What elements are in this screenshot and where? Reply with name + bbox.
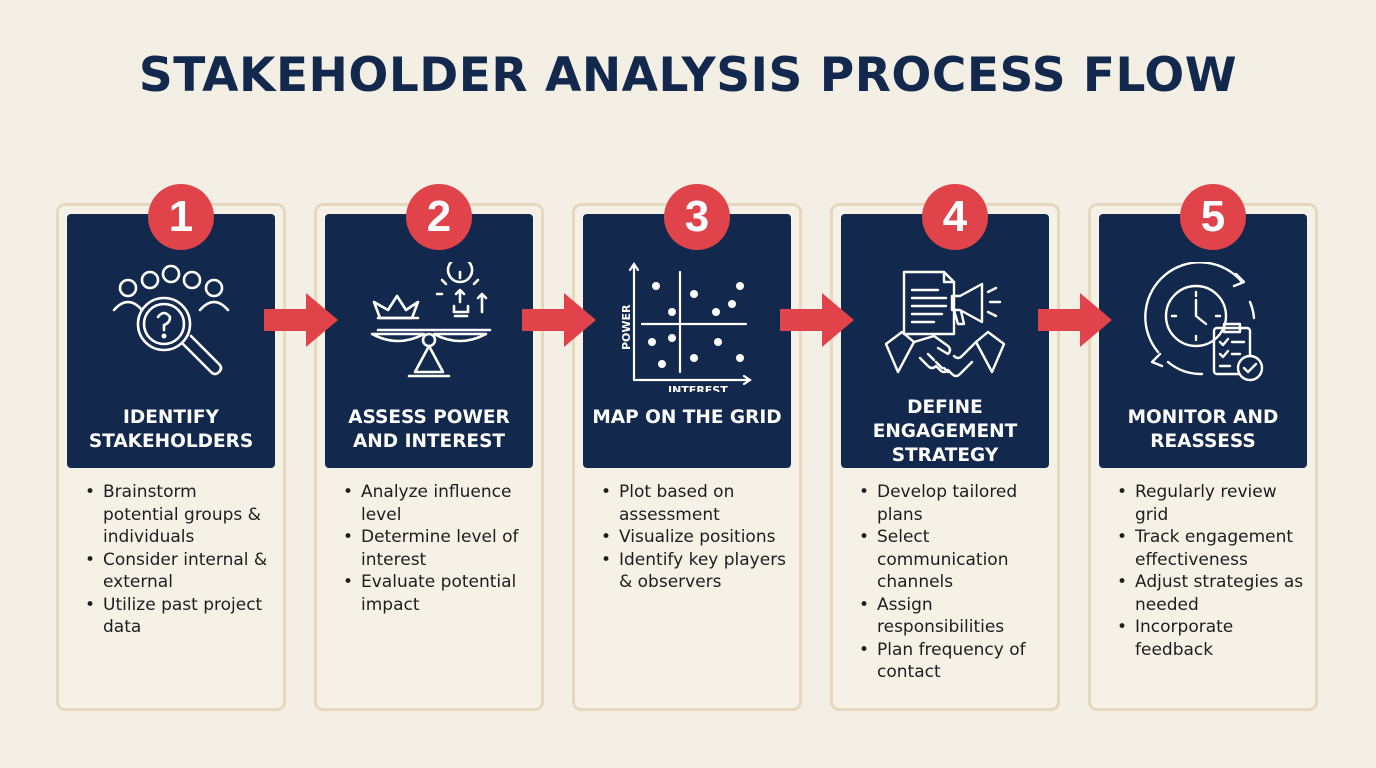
step-card-3: 3 POWER INTEREST MAP ON THE GRID <box>572 184 802 711</box>
list-item: Analyze influence level <box>337 481 535 526</box>
arrow-right-icon <box>262 290 340 350</box>
list-item: Regularly review grid <box>1111 481 1309 526</box>
list-item: Evaluate potential impact <box>337 571 535 616</box>
list-item: Develop tailored plans <box>853 481 1051 526</box>
list-item: Select communication channels <box>853 526 1051 594</box>
people-magnifier-question-icon <box>106 262 236 392</box>
step-panel: 1 IDENTIFY STAKEHOLDERS <box>67 184 275 468</box>
step-card-4: 4 DEFINE ENGAGEMENT STRATEGY Develop tai… <box>830 184 1060 711</box>
list-item: Incorporate feedback <box>1111 616 1309 661</box>
step-title: MAP ON THE GRID <box>592 407 782 428</box>
step-bullet-list: Develop tailored plans Select communicat… <box>853 481 1051 684</box>
grid-x-label: INTEREST <box>668 384 728 392</box>
list-item: Consider internal & external <box>79 549 277 594</box>
step-bullet-list: Plot based on assessment Visualize posit… <box>595 481 793 594</box>
grid-y-label: POWER <box>622 304 633 350</box>
step-panel: 3 POWER INTEREST MAP ON THE GRID <box>583 184 791 468</box>
step-title: ASSESS POWER AND INTEREST <box>348 407 510 452</box>
document-megaphone-handshake-icon <box>880 262 1010 392</box>
step-number-badge: 1 <box>148 184 214 250</box>
step-panel: 4 DEFINE ENGAGEMENT STRATEGY <box>841 184 1049 468</box>
clock-cycle-checklist-icon <box>1138 262 1268 392</box>
arrow-right-icon <box>520 290 598 350</box>
step-number-badge: 5 <box>1180 184 1246 250</box>
scale-crown-lightbulb-icon <box>364 262 494 392</box>
arrow-right-icon <box>778 290 856 350</box>
step-number-badge: 2 <box>406 184 472 250</box>
step-card-2: 2 ASSESS POWER AND INTEREST Analyze infl… <box>314 184 544 711</box>
list-item: Plan frequency of contact <box>853 639 1051 684</box>
step-number-badge: 3 <box>664 184 730 250</box>
list-item: Adjust strategies as needed <box>1111 571 1309 616</box>
step-bullet-list: Regularly review grid Track engagement e… <box>1111 481 1309 661</box>
list-item: Assign responsibilities <box>853 594 1051 639</box>
step-bullet-list: Brainstorm potential groups & individual… <box>79 481 277 639</box>
step-title: IDENTIFY STAKEHOLDERS <box>88 407 254 452</box>
step-bullet-list: Analyze influence level Determine level … <box>337 481 535 616</box>
list-item: Identify key players & observers <box>595 549 793 594</box>
step-card-1: 1 IDENTIFY STAKEHOLDERS Brainstorm poten… <box>56 184 286 711</box>
step-panel: 2 ASSESS POWER AND INTEREST <box>325 184 533 468</box>
list-item: Brainstorm potential groups & individual… <box>79 481 277 549</box>
list-item: Track engagement effectiveness <box>1111 526 1309 571</box>
page-title: STAKEHOLDER ANALYSIS PROCESS FLOW <box>138 48 1238 103</box>
arrow-right-icon <box>1036 290 1114 350</box>
step-panel: 5 MONITOR AND REASSESS <box>1099 184 1307 468</box>
step-number-badge: 4 <box>922 184 988 250</box>
list-item: Utilize past project data <box>79 594 277 639</box>
step-title: MONITOR AND REASSESS <box>1127 407 1279 452</box>
list-item: Visualize positions <box>595 526 793 549</box>
power-interest-grid-icon: POWER INTEREST <box>622 262 752 392</box>
step-card-5: 5 MONITOR AND REASSESS Regularly review … <box>1088 184 1318 711</box>
list-item: Determine level of interest <box>337 526 535 571</box>
step-title: DEFINE ENGAGEMENT STRATEGY <box>872 397 1018 466</box>
list-item: Plot based on assessment <box>595 481 793 526</box>
